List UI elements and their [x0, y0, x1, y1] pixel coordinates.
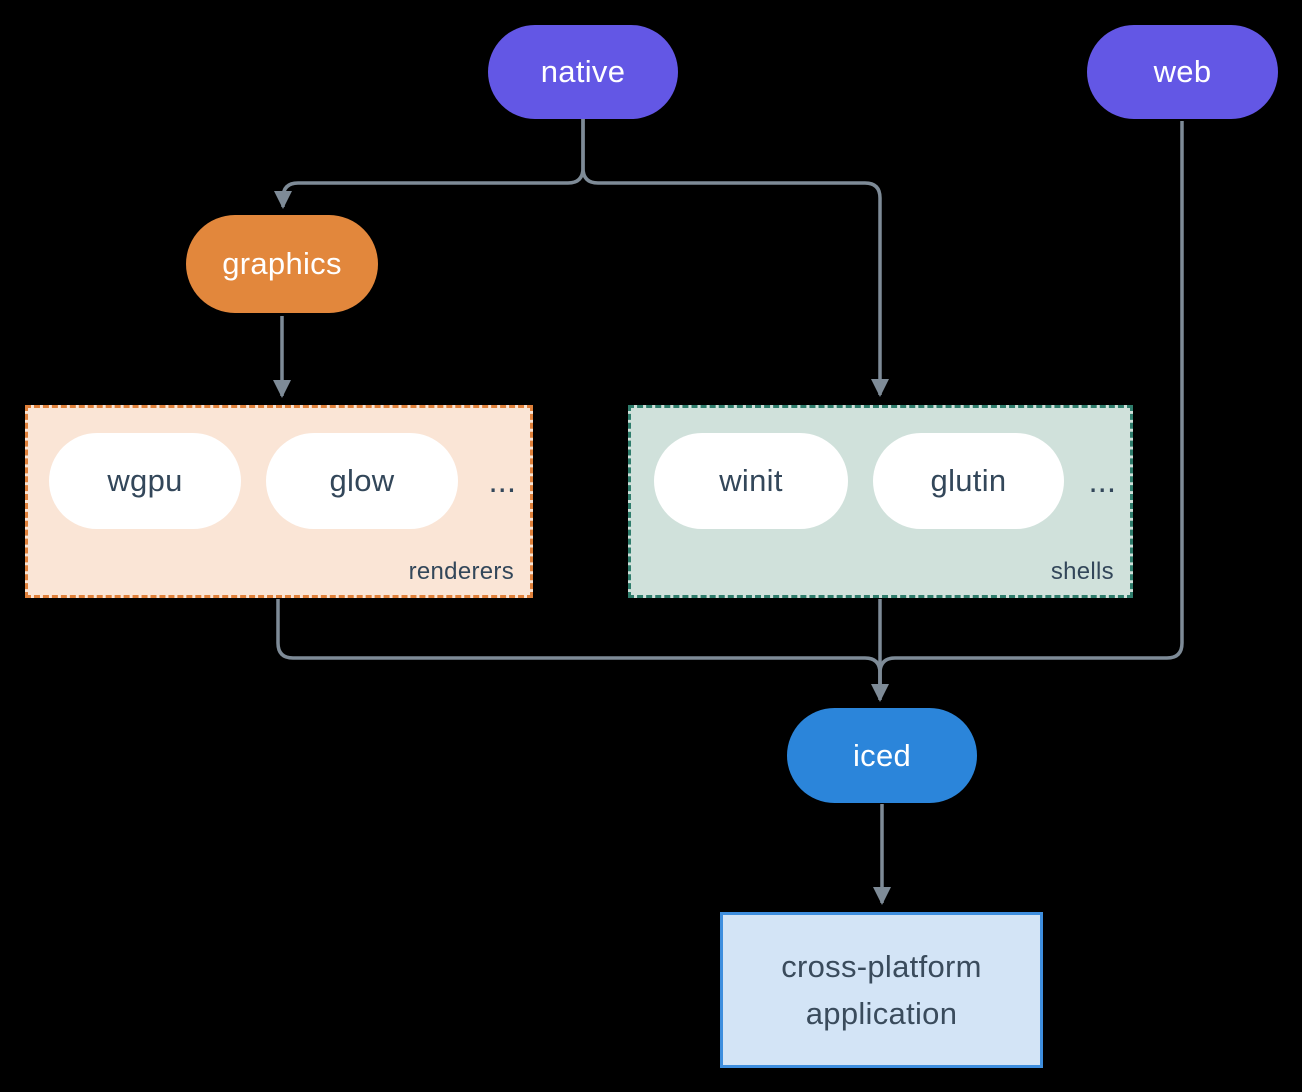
application-label-line2: application [805, 996, 958, 1031]
node-web-label: web [1153, 54, 1212, 89]
application-label-line1: cross-platform [781, 949, 982, 984]
node-graphics: graphics [186, 215, 378, 313]
pill-glow: glow [266, 433, 458, 529]
node-web: web [1087, 25, 1278, 119]
group-shells: winit glutin ... shells [628, 405, 1133, 598]
shells-group-label: shells [1050, 558, 1114, 585]
node-graphics-label: graphics [222, 246, 342, 281]
pill-glow-label: glow [329, 463, 395, 498]
pill-glutin-label: glutin [930, 463, 1007, 498]
pill-winit: winit [654, 433, 848, 529]
shells-ellipsis: ... [1088, 462, 1116, 499]
node-cross-platform-application: cross-platform application [720, 912, 1043, 1068]
pill-winit-label: winit [719, 463, 783, 498]
node-iced: iced [787, 708, 977, 803]
edge-native-shells [581, 119, 889, 397]
node-iced-label: iced [852, 737, 912, 773]
renderers-group-label: renderers [408, 558, 514, 585]
renderers-ellipsis: ... [488, 462, 516, 499]
pill-glutin: glutin [873, 433, 1064, 529]
edge-renderers-merge [276, 599, 882, 688]
node-native-label: native [540, 54, 626, 89]
node-native: native [488, 25, 678, 119]
pill-wgpu: wgpu [49, 433, 241, 529]
group-renderers: wgpu glow ... renderers [25, 405, 533, 598]
edge-native-graphics [274, 119, 585, 209]
pill-wgpu-label: wgpu [107, 463, 183, 498]
